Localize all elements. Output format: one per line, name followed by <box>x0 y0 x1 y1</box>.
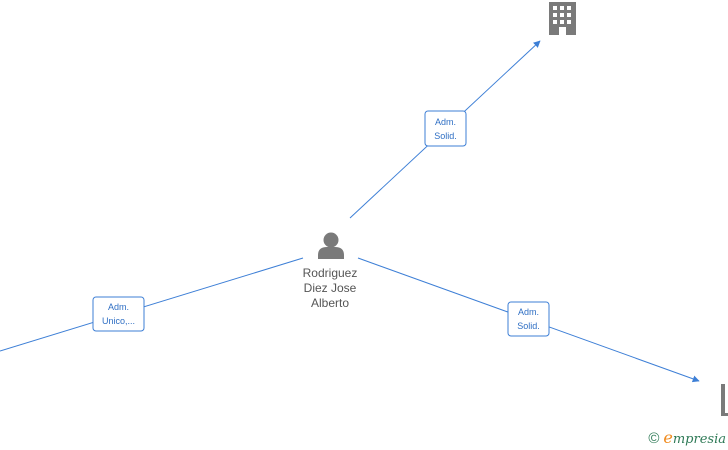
empresia-logo: empresia <box>663 428 726 447</box>
edge-label-left-line-2: Unico,... <box>102 316 135 326</box>
edge-label-top[interactable]: Adm. Solid. <box>424 110 467 147</box>
edge-line-left <box>0 257 304 352</box>
edge-label-top-line-1: Adm. <box>435 117 456 127</box>
edge-label-bottom-right-line-2: Solid. <box>517 321 540 331</box>
person-name-line-2: Diez Jose <box>303 281 357 295</box>
person-icon[interactable] <box>318 232 344 260</box>
edge-label-top-line-2: Solid. <box>434 131 457 141</box>
copyright-symbol: © <box>648 430 660 447</box>
logo-initial: e <box>663 428 673 447</box>
building-icon-partial[interactable] <box>721 384 728 416</box>
person-name-line-1: Rodriguez <box>302 266 358 280</box>
logo-text: mpresia <box>672 432 726 447</box>
edge-label-bottom-right[interactable]: Adm. Solid. <box>507 301 550 337</box>
person-name-line-3: Alberto <box>310 296 350 310</box>
empresia-watermark: © empresia <box>648 428 726 447</box>
edge-label-left-line-1: Adm. <box>108 302 129 312</box>
building-icon[interactable] <box>549 2 576 35</box>
edge-label-bottom-right-line-1: Adm. <box>518 307 539 317</box>
edge-label-left[interactable]: Adm. Unico,... <box>92 296 145 332</box>
person-name[interactable]: Rodriguez Diez Jose Alberto <box>290 266 370 311</box>
